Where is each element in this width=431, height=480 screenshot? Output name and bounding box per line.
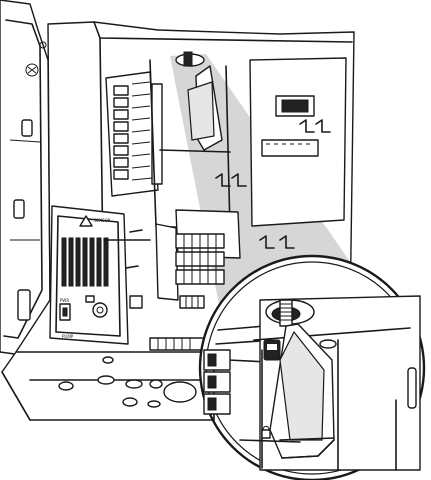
warning-triangle-icon — [79, 215, 93, 227]
power-module: SENSOR PWR PUMP — [49, 205, 129, 345]
latch-icon — [263, 339, 281, 361]
lock-icon — [261, 425, 271, 439]
cabinet-door — [0, 0, 51, 356]
zoom-detail — [198, 254, 426, 480]
adjust-screw-top — [175, 51, 223, 151]
terminal-strip — [105, 71, 163, 197]
terminal-block-center — [149, 233, 225, 351]
panel-label-pwr: PWR — [60, 298, 69, 303]
vent-slots — [61, 237, 109, 287]
panel-label-pump: PUMP — [62, 334, 74, 339]
module-upper-right — [215, 57, 347, 249]
panel-label-sensor: SENSOR — [94, 218, 111, 223]
